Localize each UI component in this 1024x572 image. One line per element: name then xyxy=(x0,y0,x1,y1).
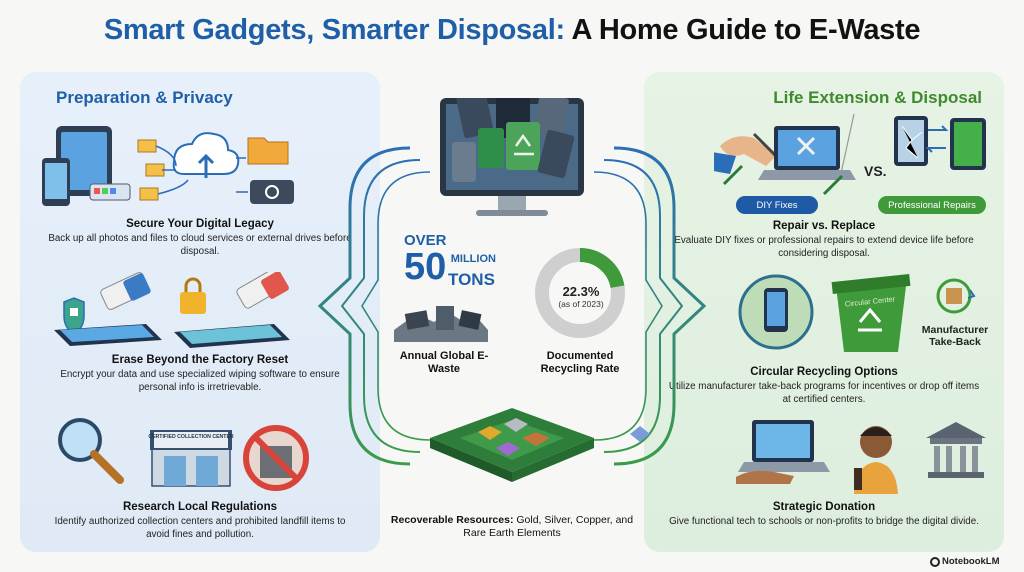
ewaste-pile-icon xyxy=(394,306,488,342)
section-title: Research Local Regulations xyxy=(122,501,278,513)
stat-number: 50 xyxy=(404,246,447,288)
regulations-illustration: CERTIFIED COLLECTION CENTER xyxy=(58,418,309,491)
erase-illustration xyxy=(54,272,290,348)
repair-vs-replace-section: Repair vs. Replace Evaluate DIY fixes or… xyxy=(644,220,1004,260)
cloud-icon xyxy=(172,132,240,175)
donation-illustration xyxy=(736,420,986,494)
takeback-cycle-icon xyxy=(936,278,972,314)
professional-repairs-badge xyxy=(878,196,986,214)
donut-value: 22.3% (as of 2023) xyxy=(536,284,626,309)
circuit-frame xyxy=(317,146,707,466)
backup-illustration xyxy=(42,126,294,206)
stat-over: OVER xyxy=(404,232,447,249)
email-icon-2 xyxy=(145,163,165,177)
page-title: Smart Gadgets, Smarter Disposal: A Home … xyxy=(0,14,1024,47)
stat-tons: TONS xyxy=(448,270,495,289)
external-drive-icon xyxy=(250,180,294,204)
repair-replace-illustration: VS. DIY Fixes Professional Repairs xyxy=(714,113,986,214)
collection-sign: CERTIFIED COLLECTION CENTER xyxy=(148,434,234,440)
diy-fixes-label: DIY Fixes xyxy=(756,200,797,211)
rare-earth-icon xyxy=(496,442,520,456)
recycling-pct: 22.3% xyxy=(562,284,600,299)
recycle-symbol-icon xyxy=(514,133,534,156)
section-title: Circular Recycling Options xyxy=(750,366,898,378)
title-part-2: A Home Guide to E-Waste xyxy=(564,14,921,46)
recycling-bin-icon xyxy=(836,286,906,352)
right-panel-heading: Life Extension & Disposal xyxy=(773,88,982,107)
recycling-label: Documented Recycling Rate xyxy=(540,350,620,375)
copper-nugget-icon xyxy=(522,432,550,446)
recycling-illustration: Circular Center xyxy=(738,273,976,352)
section-title: Secure Your Digital Legacy xyxy=(126,218,274,230)
screwdriver-icon xyxy=(722,164,744,186)
resources-text: Gold, Silver, Copper, and Rare Earth Ele… xyxy=(463,514,634,539)
vs-label: VS. xyxy=(864,163,887,179)
left-panel-heading: Preparation & Privacy xyxy=(56,88,233,107)
ewaste-label: Annual Global E-Waste xyxy=(399,350,489,375)
email-icon xyxy=(137,139,157,153)
research-regulations-section: Research Local Regulations Identify auth… xyxy=(20,501,380,541)
section-text: Evaluate DIY fixes or professional repai… xyxy=(674,235,974,259)
section-title: Repair vs. Replace xyxy=(772,220,876,232)
donut-recycled-arc xyxy=(535,248,625,338)
section-text: Utilize manufacturer take-back programs … xyxy=(668,381,980,405)
giving-hand-icon xyxy=(736,470,794,484)
professional-repairs-label: Professional Repairs xyxy=(888,200,976,211)
lock-icon xyxy=(180,292,206,314)
resources-bold: Recoverable Resources: xyxy=(390,514,514,526)
section-title: Strategic Donation xyxy=(772,501,876,513)
manufacturer-takeback-label: Manufacturer Take-Back xyxy=(921,324,989,348)
notebooklm-logo-icon xyxy=(930,557,940,567)
recycling-rate-donut xyxy=(535,248,625,338)
circular-recycling-section: Circular Recycling Options Utilize manuf… xyxy=(644,366,1004,406)
folder-icon xyxy=(247,137,289,165)
stat-million: MILLION xyxy=(450,253,496,265)
section-text: Encrypt your data and use specialized wi… xyxy=(60,369,340,393)
section-text: Back up all photos and files to cloud se… xyxy=(48,233,352,257)
hand-icon xyxy=(720,136,776,166)
diy-fixes-badge xyxy=(736,196,818,214)
school-building-icon xyxy=(926,422,986,438)
monitor-icon xyxy=(440,98,584,216)
email-icon-3 xyxy=(139,187,159,201)
section-text: Identify authorized collection centers a… xyxy=(54,516,346,540)
secure-digital-legacy-section: Secure Your Digital Legacy Back up all p… xyxy=(20,218,380,258)
recoverable-resources: Recoverable Resources: Gold, Silver, Cop… xyxy=(380,514,644,540)
brand-label: NotebookLM xyxy=(942,556,1000,567)
circuit-board-icon xyxy=(430,408,650,482)
center-graphic xyxy=(317,98,707,482)
erase-factory-reset-section: Erase Beyond the Factory Reset Encrypt y… xyxy=(20,354,380,394)
section-text: Give functional tech to schools or non-p… xyxy=(669,516,979,527)
recycle-symbol-icon xyxy=(858,307,882,332)
title-part-1: Smart Gadgets, Smarter Disposal: xyxy=(103,14,565,46)
magnifier-icon xyxy=(58,418,102,462)
gold-nugget-icon xyxy=(478,426,502,440)
ewaste-stat: OVER 50 MILLION xyxy=(404,232,496,288)
strategic-donation-section: Strategic Donation Give functional tech … xyxy=(644,501,1004,528)
silver-nugget-icon xyxy=(504,418,528,432)
recycling-year: (as of 2023) xyxy=(558,299,604,309)
section-title: Erase Beyond the Factory Reset xyxy=(111,354,289,366)
